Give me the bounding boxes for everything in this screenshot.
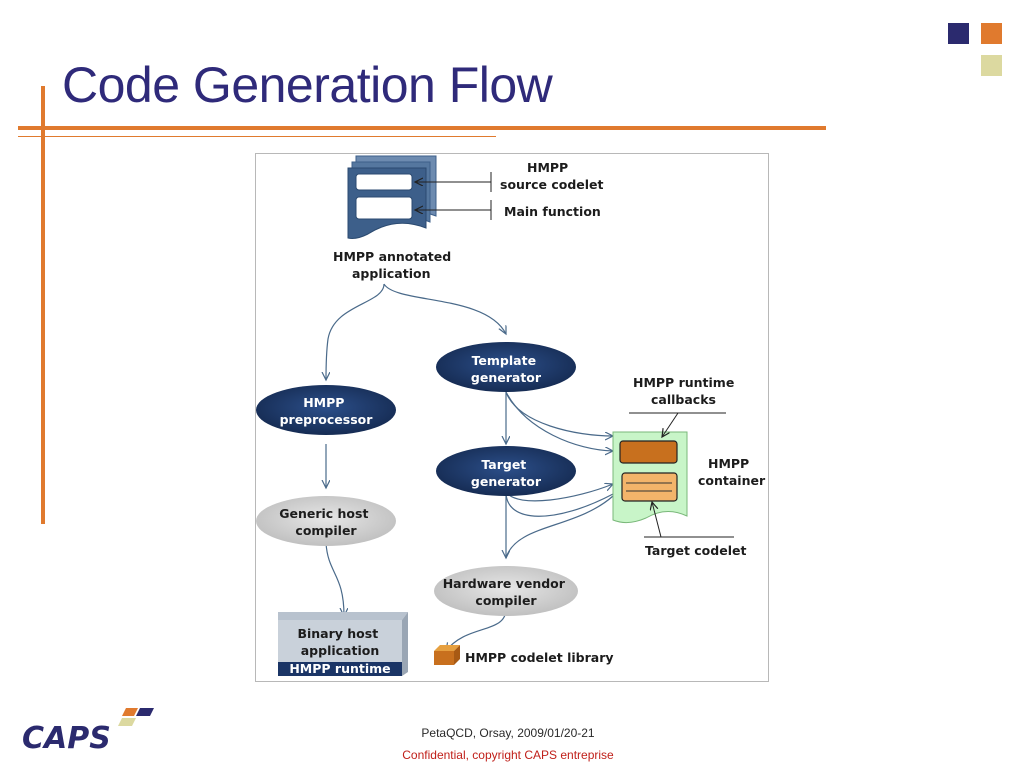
code-generation-diagram: HMPP source codelet Main function HMPP a… xyxy=(255,153,769,682)
svg-text:Template generator: Template generator xyxy=(471,353,542,385)
annotated-application-document-icon xyxy=(347,155,437,239)
slide-title: Code Generation Flow xyxy=(62,57,553,113)
source-codelet-label: HMPP source codelet xyxy=(500,160,604,192)
hmpp-runtime-label: HMPP runtime xyxy=(289,661,390,676)
hardware-vendor-compiler-node: Hardware vendor compiler xyxy=(434,566,578,616)
codelet-library-label: HMPP codelet library xyxy=(465,650,614,665)
title-underline-thin xyxy=(18,136,496,137)
title-underline xyxy=(18,126,826,130)
svg-text:HMPP preprocessor: HMPP preprocessor xyxy=(280,395,374,427)
runtime-callbacks-label: HMPP runtime callbacks xyxy=(633,375,739,407)
target-generator-node: Target generator xyxy=(436,446,576,496)
generic-host-compiler-node: Generic host compiler xyxy=(256,496,396,546)
deco-square-orange xyxy=(981,23,1002,44)
container-label: HMPP container xyxy=(698,456,766,488)
main-function-label: Main function xyxy=(504,204,601,219)
target-codelet-label: Target codelet xyxy=(645,543,746,558)
footer-event-info: PetaQCD, Orsay, 2009/01/20-21 xyxy=(421,726,595,740)
svg-text:Binary host application: Binary host application xyxy=(297,626,382,658)
caps-logo: CAPS xyxy=(20,704,160,756)
runtime-callbacks-block xyxy=(619,440,678,464)
svg-text:Generic host compiler: Generic host compiler xyxy=(279,506,373,538)
svg-text:Target generator: Target generator xyxy=(471,457,542,489)
codelet-library-cube-icon xyxy=(434,645,460,665)
annotated-application-label: HMPP annotated application xyxy=(333,249,456,281)
template-generator-node: Template generator xyxy=(436,342,576,392)
deco-square-navy xyxy=(948,23,969,44)
logo-wordmark: CAPS xyxy=(22,721,111,752)
deco-square-khaki xyxy=(981,55,1002,76)
hmpp-container xyxy=(612,431,688,524)
binary-host-application-box: Binary host application HMPP runtime xyxy=(278,612,408,676)
hmpp-preprocessor-node: HMPP preprocessor xyxy=(256,385,396,435)
left-vertical-rule xyxy=(41,86,45,524)
footer-confidential: Confidential, copyright CAPS entreprise xyxy=(402,748,614,762)
target-codelet-block xyxy=(621,472,678,502)
svg-text:Hardware vendor compiler: Hardware vendor compiler xyxy=(443,576,570,608)
